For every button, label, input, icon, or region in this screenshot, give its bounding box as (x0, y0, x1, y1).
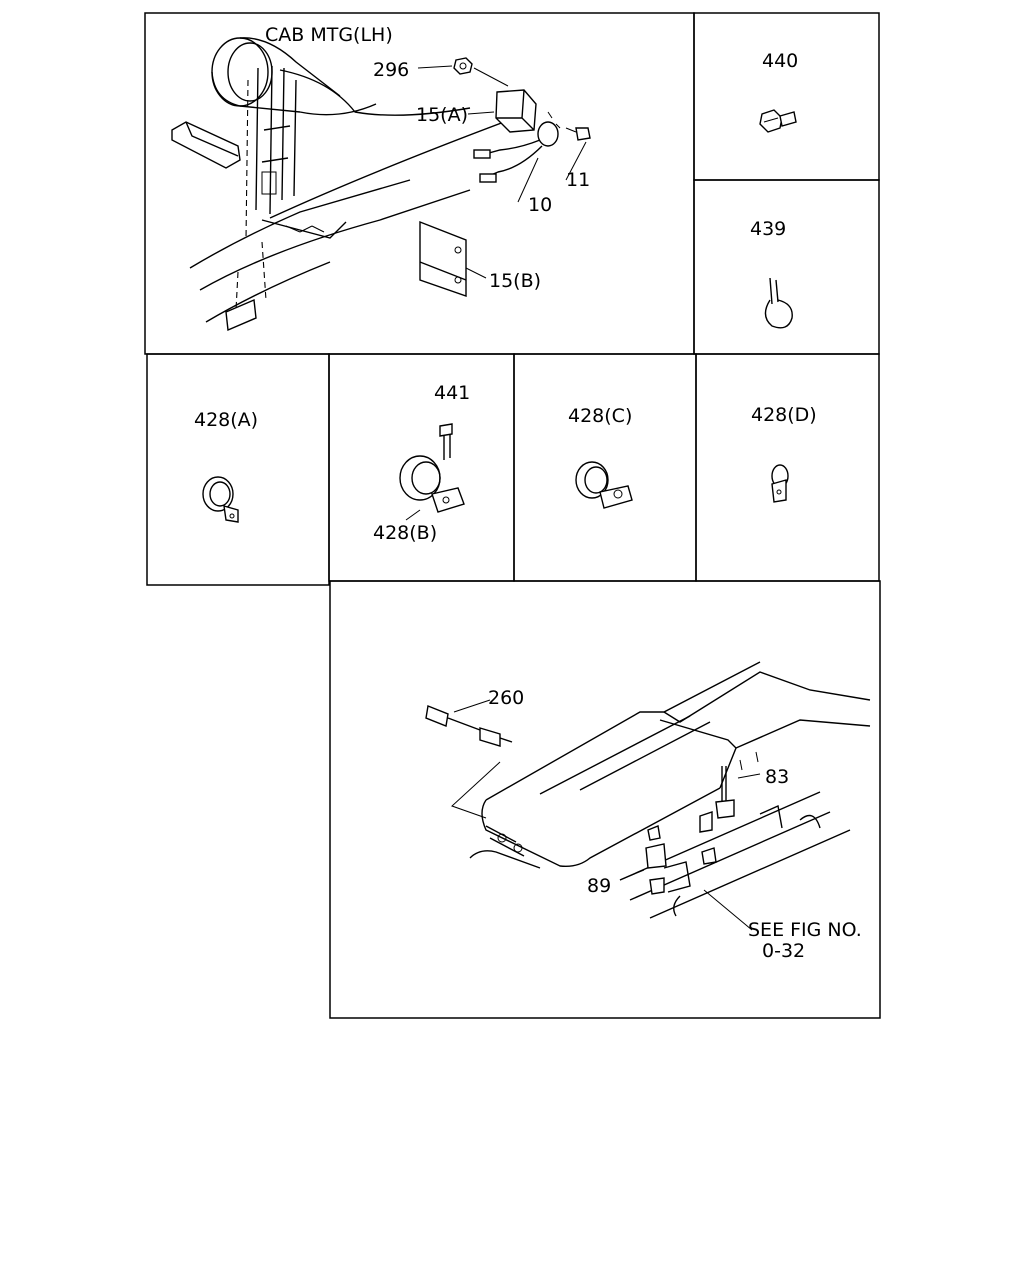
cab-mount-drawing (171, 37, 591, 332)
label-11: 11 (566, 169, 590, 191)
bolt-440-drawing (759, 109, 797, 133)
label-428b: 428(B) (373, 522, 437, 544)
panel-428a (146, 353, 330, 586)
panel-428b (328, 353, 515, 582)
clip-428b-drawing (399, 423, 465, 521)
label-260: 260 (488, 687, 524, 709)
label-see-fig-no: SEE FIG NO. (748, 919, 862, 941)
panel-engine (329, 580, 881, 1019)
label-15b: 15(B) (489, 270, 541, 292)
panel-428d (695, 353, 880, 582)
panel-440 (693, 12, 880, 181)
label-428a: 428(A) (194, 409, 258, 431)
panel-frames (144, 12, 881, 1019)
label-15a: 15(A) (416, 104, 468, 126)
panel-439 (693, 179, 880, 355)
label-10: 10 (528, 194, 552, 216)
clip-428c-drawing (575, 461, 633, 509)
label-296: 296 (373, 59, 409, 81)
clip-439-drawing (764, 277, 793, 329)
label-83: 83 (765, 766, 789, 788)
label-441: 441 (434, 382, 470, 404)
engine-drawing (425, 661, 871, 931)
label-see-fig-ref: 0-32 (762, 940, 805, 962)
label-89: 89 (587, 875, 611, 897)
clip-428d-drawing (771, 464, 789, 503)
label-428d: 428(D) (751, 404, 817, 426)
panel-428c (513, 353, 697, 582)
panel-cab-mtg (144, 12, 695, 355)
label-439: 439 (750, 218, 786, 240)
label-428c: 428(C) (568, 405, 632, 427)
clip-428a-drawing (202, 476, 239, 523)
label-440: 440 (762, 50, 798, 72)
label-cab-mtg: CAB MTG(LH) (265, 24, 393, 46)
